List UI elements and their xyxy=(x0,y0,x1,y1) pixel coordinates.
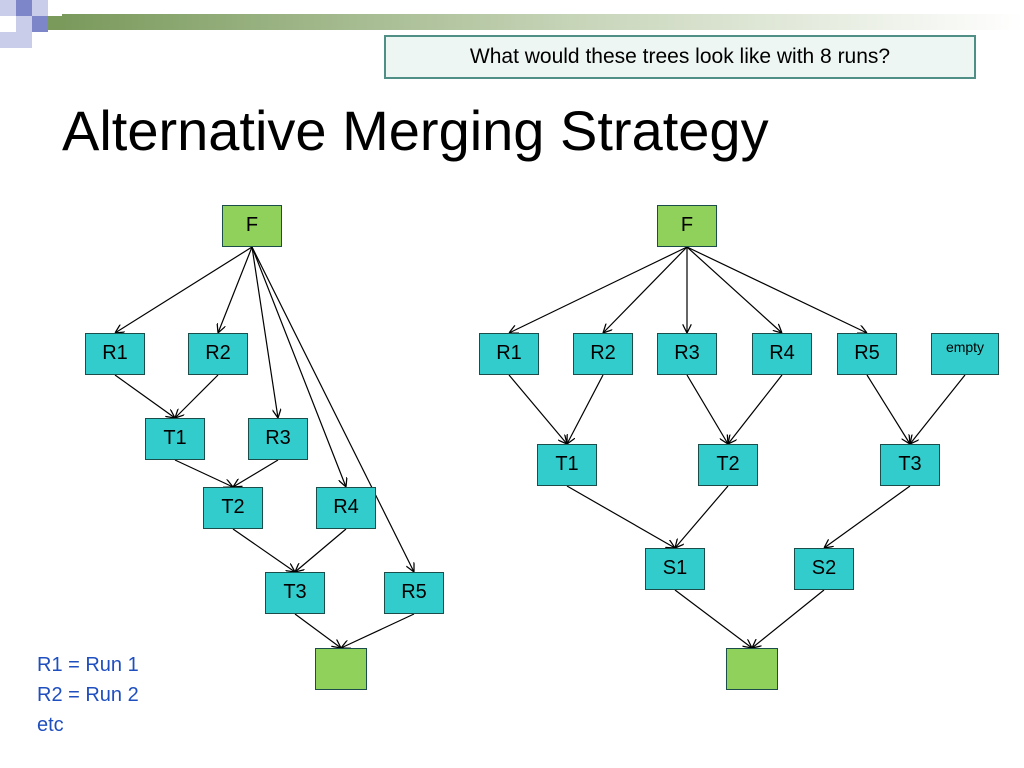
legend-line: etc xyxy=(37,714,64,736)
edge-r3-t2 xyxy=(686,374,728,444)
callout-box: What would these trees look like with 8 … xyxy=(384,35,976,79)
deco-square xyxy=(0,0,16,16)
edge-r5-out xyxy=(341,613,415,648)
deco-square xyxy=(16,32,32,48)
edge-t3-s2 xyxy=(824,485,911,548)
node-s2: S2 xyxy=(794,548,854,590)
deco-square xyxy=(16,16,32,32)
edge-t1-t2 xyxy=(174,459,233,487)
node-r3: R3 xyxy=(657,333,717,375)
node-output xyxy=(315,648,367,690)
deco-square xyxy=(48,16,62,30)
edge-f-r5 xyxy=(686,246,867,333)
node-s1: S1 xyxy=(645,548,705,590)
legend: R1 = Run 1 R2 = Run 2 etc xyxy=(37,650,139,740)
edge-f-r3 xyxy=(251,246,278,418)
edge-r2-t1 xyxy=(567,374,604,444)
edge-s1-out xyxy=(674,589,752,648)
node-t2: T2 xyxy=(698,444,758,486)
edge-r4-t2 xyxy=(728,374,783,444)
edge-f-r1 xyxy=(115,246,253,333)
node-f: F xyxy=(222,205,282,247)
edge-s2-out xyxy=(752,589,825,648)
node-t1: T1 xyxy=(145,418,205,460)
node-f: F xyxy=(657,205,717,247)
slide-title: Alternative Merging Strategy xyxy=(62,99,769,162)
edge-t1-s1 xyxy=(566,485,675,548)
node-t3: T3 xyxy=(880,444,940,486)
node-r4: R4 xyxy=(752,333,812,375)
edge-r1-t1 xyxy=(508,374,567,444)
node-r5: R5 xyxy=(384,572,444,614)
node-r1: R1 xyxy=(85,333,145,375)
node-r4: R4 xyxy=(316,487,376,529)
edge-r4-t3 xyxy=(295,528,347,572)
edge-t2-s1 xyxy=(675,485,729,548)
deco-square xyxy=(0,32,16,48)
edge-f-r1 xyxy=(509,246,688,333)
edge-f-r4 xyxy=(686,246,782,333)
legend-line: R2 = Run 2 xyxy=(37,684,139,706)
edge-r2-t1 xyxy=(175,374,219,418)
node-t2: T2 xyxy=(203,487,263,529)
corner-decoration xyxy=(0,0,1024,48)
node-output xyxy=(726,648,778,690)
node-r2: R2 xyxy=(188,333,248,375)
node-t1: T1 xyxy=(537,444,597,486)
legend-line: R1 = Run 1 xyxy=(37,654,139,676)
edge-f-r5 xyxy=(251,246,414,572)
node-r1: R1 xyxy=(479,333,539,375)
deco-square xyxy=(16,0,32,16)
edge-r5-t3 xyxy=(866,374,910,444)
deco-square xyxy=(32,16,48,32)
node-r5: R5 xyxy=(837,333,897,375)
edge-r3-t2 xyxy=(233,459,279,487)
node-r3: R3 xyxy=(248,418,308,460)
edge-r1-t1 xyxy=(114,374,175,418)
node-t3: T3 xyxy=(265,572,325,614)
node-r2: R2 xyxy=(573,333,633,375)
header-band xyxy=(62,14,1024,30)
deco-square xyxy=(32,0,48,16)
edge-t3-out xyxy=(294,613,341,648)
edge-f-r2 xyxy=(218,246,253,333)
edge-f-r2 xyxy=(603,246,688,333)
edge-e-t3 xyxy=(910,374,966,444)
edge-f-r4 xyxy=(251,246,346,487)
node-e: empty xyxy=(931,333,999,375)
edge-t2-t3 xyxy=(232,528,295,572)
